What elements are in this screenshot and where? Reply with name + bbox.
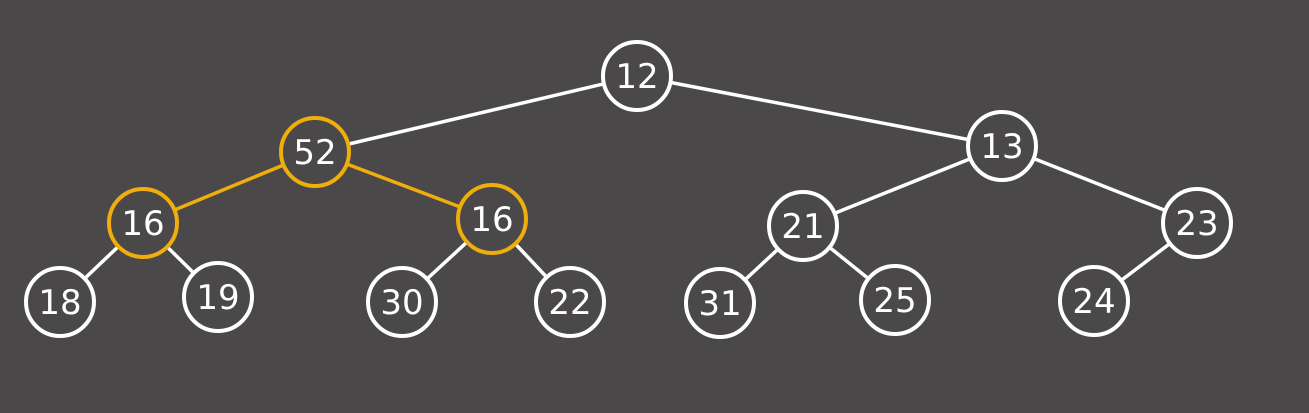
tree-node: 21 — [767, 190, 839, 262]
tree-node-value: 31 — [698, 284, 741, 324]
tree-node-circle — [859, 264, 931, 336]
tree-node-value: 23 — [1175, 204, 1218, 244]
tree-node: 18 — [24, 266, 96, 338]
tree-node: 16 — [456, 183, 528, 255]
tree-edge — [313, 74, 639, 154]
tree-node: 13 — [966, 110, 1038, 182]
tree-node-circle — [456, 183, 528, 255]
tree-node: 19 — [182, 261, 254, 333]
tree-node: 31 — [684, 267, 756, 339]
tree-node: 52 — [279, 116, 351, 188]
tree-node-value: 19 — [196, 278, 239, 318]
nodes-layer: 12 52 13 16 16 21 23 18 19 30 22 31 25 24 — [24, 40, 1233, 339]
tree-node-value: 30 — [380, 283, 423, 323]
tree-node-circle — [534, 266, 606, 338]
tree-node-circle — [601, 40, 673, 112]
tree-node-value: 13 — [980, 127, 1023, 167]
tree-node-circle — [1058, 265, 1130, 337]
tree-node-value: 21 — [781, 207, 824, 247]
tree-node: 30 — [366, 266, 438, 338]
tree-node: 23 — [1161, 187, 1233, 259]
tree-node-circle — [24, 266, 96, 338]
tree-node-circle — [366, 266, 438, 338]
tree-node-circle — [279, 116, 351, 188]
tree-node-value: 18 — [38, 283, 81, 323]
tree-node-value: 22 — [548, 283, 591, 323]
tree-node: 25 — [859, 264, 931, 336]
tree-node-circle — [767, 190, 839, 262]
tree-node-value: 24 — [1072, 282, 1115, 322]
tree-node-circle — [684, 267, 756, 339]
tree-node-circle — [182, 261, 254, 333]
tree-node-circle — [1161, 187, 1233, 259]
tree-node: 22 — [534, 266, 606, 338]
tree-node: 24 — [1058, 265, 1130, 337]
tree-node-circle — [966, 110, 1038, 182]
tree-node-value: 12 — [615, 57, 658, 97]
tree-node: 16 — [107, 187, 179, 259]
tree-node-value: 25 — [873, 281, 916, 321]
tree-node-value: 16 — [470, 200, 513, 240]
tree-node-value: 16 — [121, 204, 164, 244]
tree-node-value: 52 — [293, 133, 336, 173]
tree-edge — [635, 74, 1004, 148]
tree-node-circle — [107, 187, 179, 259]
tree-node: 12 — [601, 40, 673, 112]
